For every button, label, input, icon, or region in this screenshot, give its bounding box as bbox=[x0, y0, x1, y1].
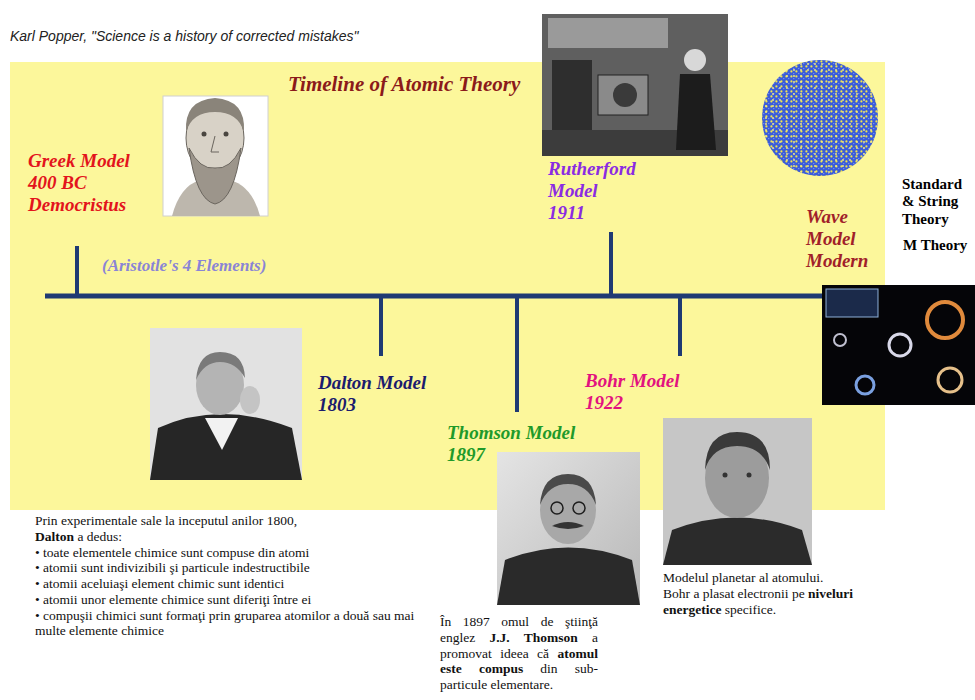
string-loop bbox=[938, 368, 962, 392]
string-loop bbox=[889, 334, 911, 356]
bullet-item: • atomii unor elemente chimice sunt dife… bbox=[35, 592, 430, 608]
timeline-tick bbox=[515, 296, 519, 412]
string-loop bbox=[834, 334, 846, 346]
era-note: (Aristotle's 4 Elements) bbox=[102, 256, 266, 276]
bullet-item: • atomii aceluiaşi element chimic sunt i… bbox=[35, 576, 430, 592]
timeline-tick bbox=[678, 296, 682, 356]
era-label: Standard & String Theory bbox=[902, 176, 972, 228]
bust-hair bbox=[186, 98, 244, 132]
note-bold: Dalton bbox=[35, 529, 74, 544]
era-label: Bohr Model 1922 bbox=[585, 370, 700, 414]
note-text: specifice. bbox=[725, 602, 776, 617]
portrait-collar bbox=[205, 418, 238, 450]
portrait-coat bbox=[497, 548, 640, 606]
dalton-portrait bbox=[150, 328, 302, 480]
note-bold: J.J. Thomson bbox=[489, 630, 577, 645]
lab-apparatus bbox=[613, 83, 637, 107]
bohr-portrait bbox=[663, 418, 812, 565]
diagram-title: Timeline of Atomic Theory bbox=[288, 72, 520, 96]
portrait-eye bbox=[723, 473, 728, 478]
yellow-band bbox=[10, 62, 885, 510]
photo-frame bbox=[150, 328, 302, 480]
scientist-body bbox=[676, 74, 716, 150]
string-loop bbox=[856, 376, 874, 394]
thomson-portrait bbox=[497, 452, 640, 605]
bullet-item: • compuşii chimici sunt formaţi prin gru… bbox=[35, 608, 430, 640]
quote: Karl Popper, "Science is a history of co… bbox=[10, 28, 358, 44]
portrait-hand bbox=[240, 386, 260, 414]
era-label: M Theory bbox=[903, 237, 967, 254]
lab-apparatus bbox=[552, 60, 592, 130]
note-text: Modelul planetar al atomului. bbox=[663, 570, 863, 586]
note-line: Dalton a dedus: bbox=[35, 529, 430, 545]
note-text: Bohr a plasat electronii pe bbox=[663, 586, 805, 601]
photo-frame bbox=[822, 285, 975, 405]
timeline-tick bbox=[609, 232, 613, 296]
portrait-glasses bbox=[551, 502, 563, 514]
photo-frame bbox=[663, 418, 812, 565]
portrait-coat bbox=[663, 518, 812, 566]
scientist-head bbox=[684, 49, 706, 71]
timeline-axis bbox=[45, 294, 824, 299]
era-label: Rutherford Model 1911 bbox=[548, 158, 658, 224]
photo-frame bbox=[163, 96, 268, 216]
timeline-tick bbox=[379, 296, 383, 356]
m-theory-image bbox=[822, 285, 975, 405]
portrait-glasses bbox=[573, 502, 585, 514]
bullet-item: • toate elementele chimice sunt compuse … bbox=[35, 545, 430, 561]
note-text: Prin experimentale sale la inceputul ani… bbox=[35, 513, 430, 529]
wave-model-cloud bbox=[762, 60, 878, 176]
era-label: Dalton Model 1803 bbox=[318, 372, 443, 416]
photo-frame bbox=[542, 14, 728, 156]
lab-apparatus bbox=[598, 75, 648, 115]
era-label: Greek Model 400 BC Democristus bbox=[28, 150, 146, 216]
note-line: Bohr a plasat electronii pe niveluri ene… bbox=[663, 586, 863, 618]
portrait-hair bbox=[540, 474, 596, 505]
bust-nose bbox=[211, 136, 219, 152]
forces-box bbox=[826, 289, 878, 317]
note-text: a dedus: bbox=[77, 529, 122, 544]
thomson-note: În 1897 omul de ştiinţă englez J.J. Thom… bbox=[440, 614, 598, 693]
bohr-note: Modelul planetar al atomului. Bohr a pla… bbox=[663, 570, 863, 617]
string-loop bbox=[927, 302, 963, 338]
portrait-moustache bbox=[552, 522, 584, 529]
portrait-hair bbox=[196, 352, 245, 380]
portrait-eye bbox=[747, 473, 752, 478]
bust-eye bbox=[202, 132, 207, 137]
era-label: Thomson Model 1897 bbox=[447, 422, 592, 466]
lab-window bbox=[548, 18, 668, 48]
era-label: Wave Model Modern bbox=[806, 206, 886, 272]
portrait-hair bbox=[705, 432, 770, 470]
bust-eye bbox=[224, 132, 229, 137]
bullet-item: • atomii sunt indivizibili şi particule … bbox=[35, 560, 430, 576]
photo-frame bbox=[497, 452, 640, 605]
rutherford-photo bbox=[542, 14, 728, 156]
dalton-note: Prin experimentale sale la inceputul ani… bbox=[35, 513, 430, 639]
electron-cloud bbox=[762, 60, 878, 176]
bust-beard bbox=[189, 148, 241, 204]
electron-cloud bbox=[762, 60, 878, 176]
democritus-bust bbox=[163, 96, 268, 216]
portrait-coat bbox=[150, 414, 302, 480]
timeline-tick bbox=[75, 246, 79, 296]
